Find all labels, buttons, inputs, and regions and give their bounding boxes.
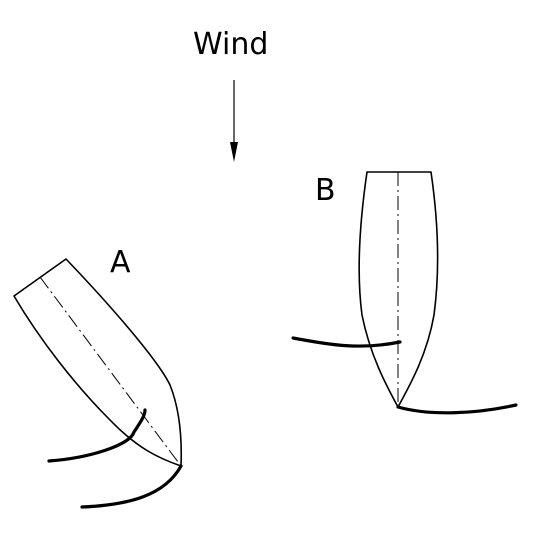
boat-b-jib-sail — [291, 336, 402, 348]
boat-a-main-sail — [80, 464, 183, 509]
wind-arrow-head — [230, 142, 238, 162]
boat-b: B — [291, 171, 518, 415]
boat-b-label: B — [315, 173, 336, 208]
boat-a-label: A — [110, 245, 131, 280]
boat-a-jib-sail — [47, 408, 147, 463]
wind-indicator: Wind — [193, 27, 268, 162]
wind-label: Wind — [193, 27, 268, 62]
down-arrow-icon — [230, 80, 238, 162]
boat-a-hull — [13, 258, 183, 467]
boat-a-centerline — [39, 276, 182, 467]
boat-a: A — [13, 245, 183, 509]
boat-b-main-sail — [396, 403, 518, 415]
